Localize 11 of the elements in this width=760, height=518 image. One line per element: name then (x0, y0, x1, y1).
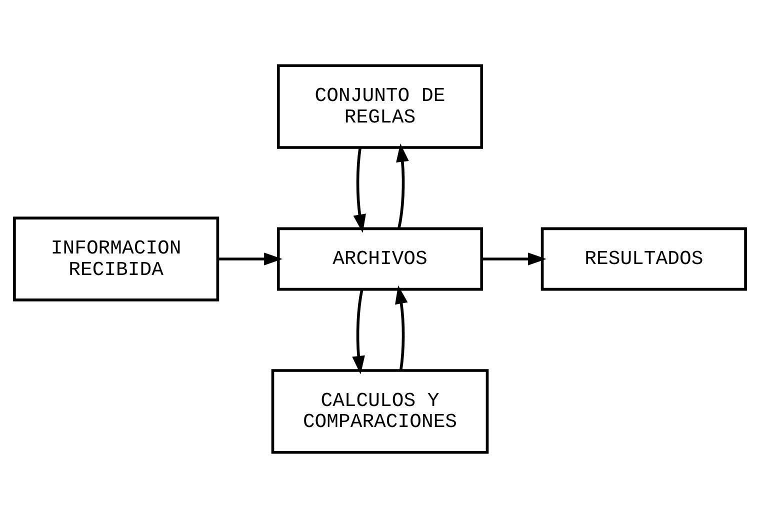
node-box: CALCULOS Y COMPARACIONES (271, 369, 489, 454)
node-box: RESULTADOS (540, 227, 747, 291)
arrow (218, 252, 282, 266)
arrow (395, 285, 408, 370)
arrow (396, 143, 409, 229)
arrow (482, 252, 546, 266)
node-box: CONJUNTO DE REGLAS (276, 64, 484, 149)
node-box: ARCHIVOS (276, 227, 484, 291)
arrow (352, 289, 365, 374)
arrow (353, 148, 366, 233)
node-box: INFORMACION RECIBIDA (13, 216, 220, 302)
